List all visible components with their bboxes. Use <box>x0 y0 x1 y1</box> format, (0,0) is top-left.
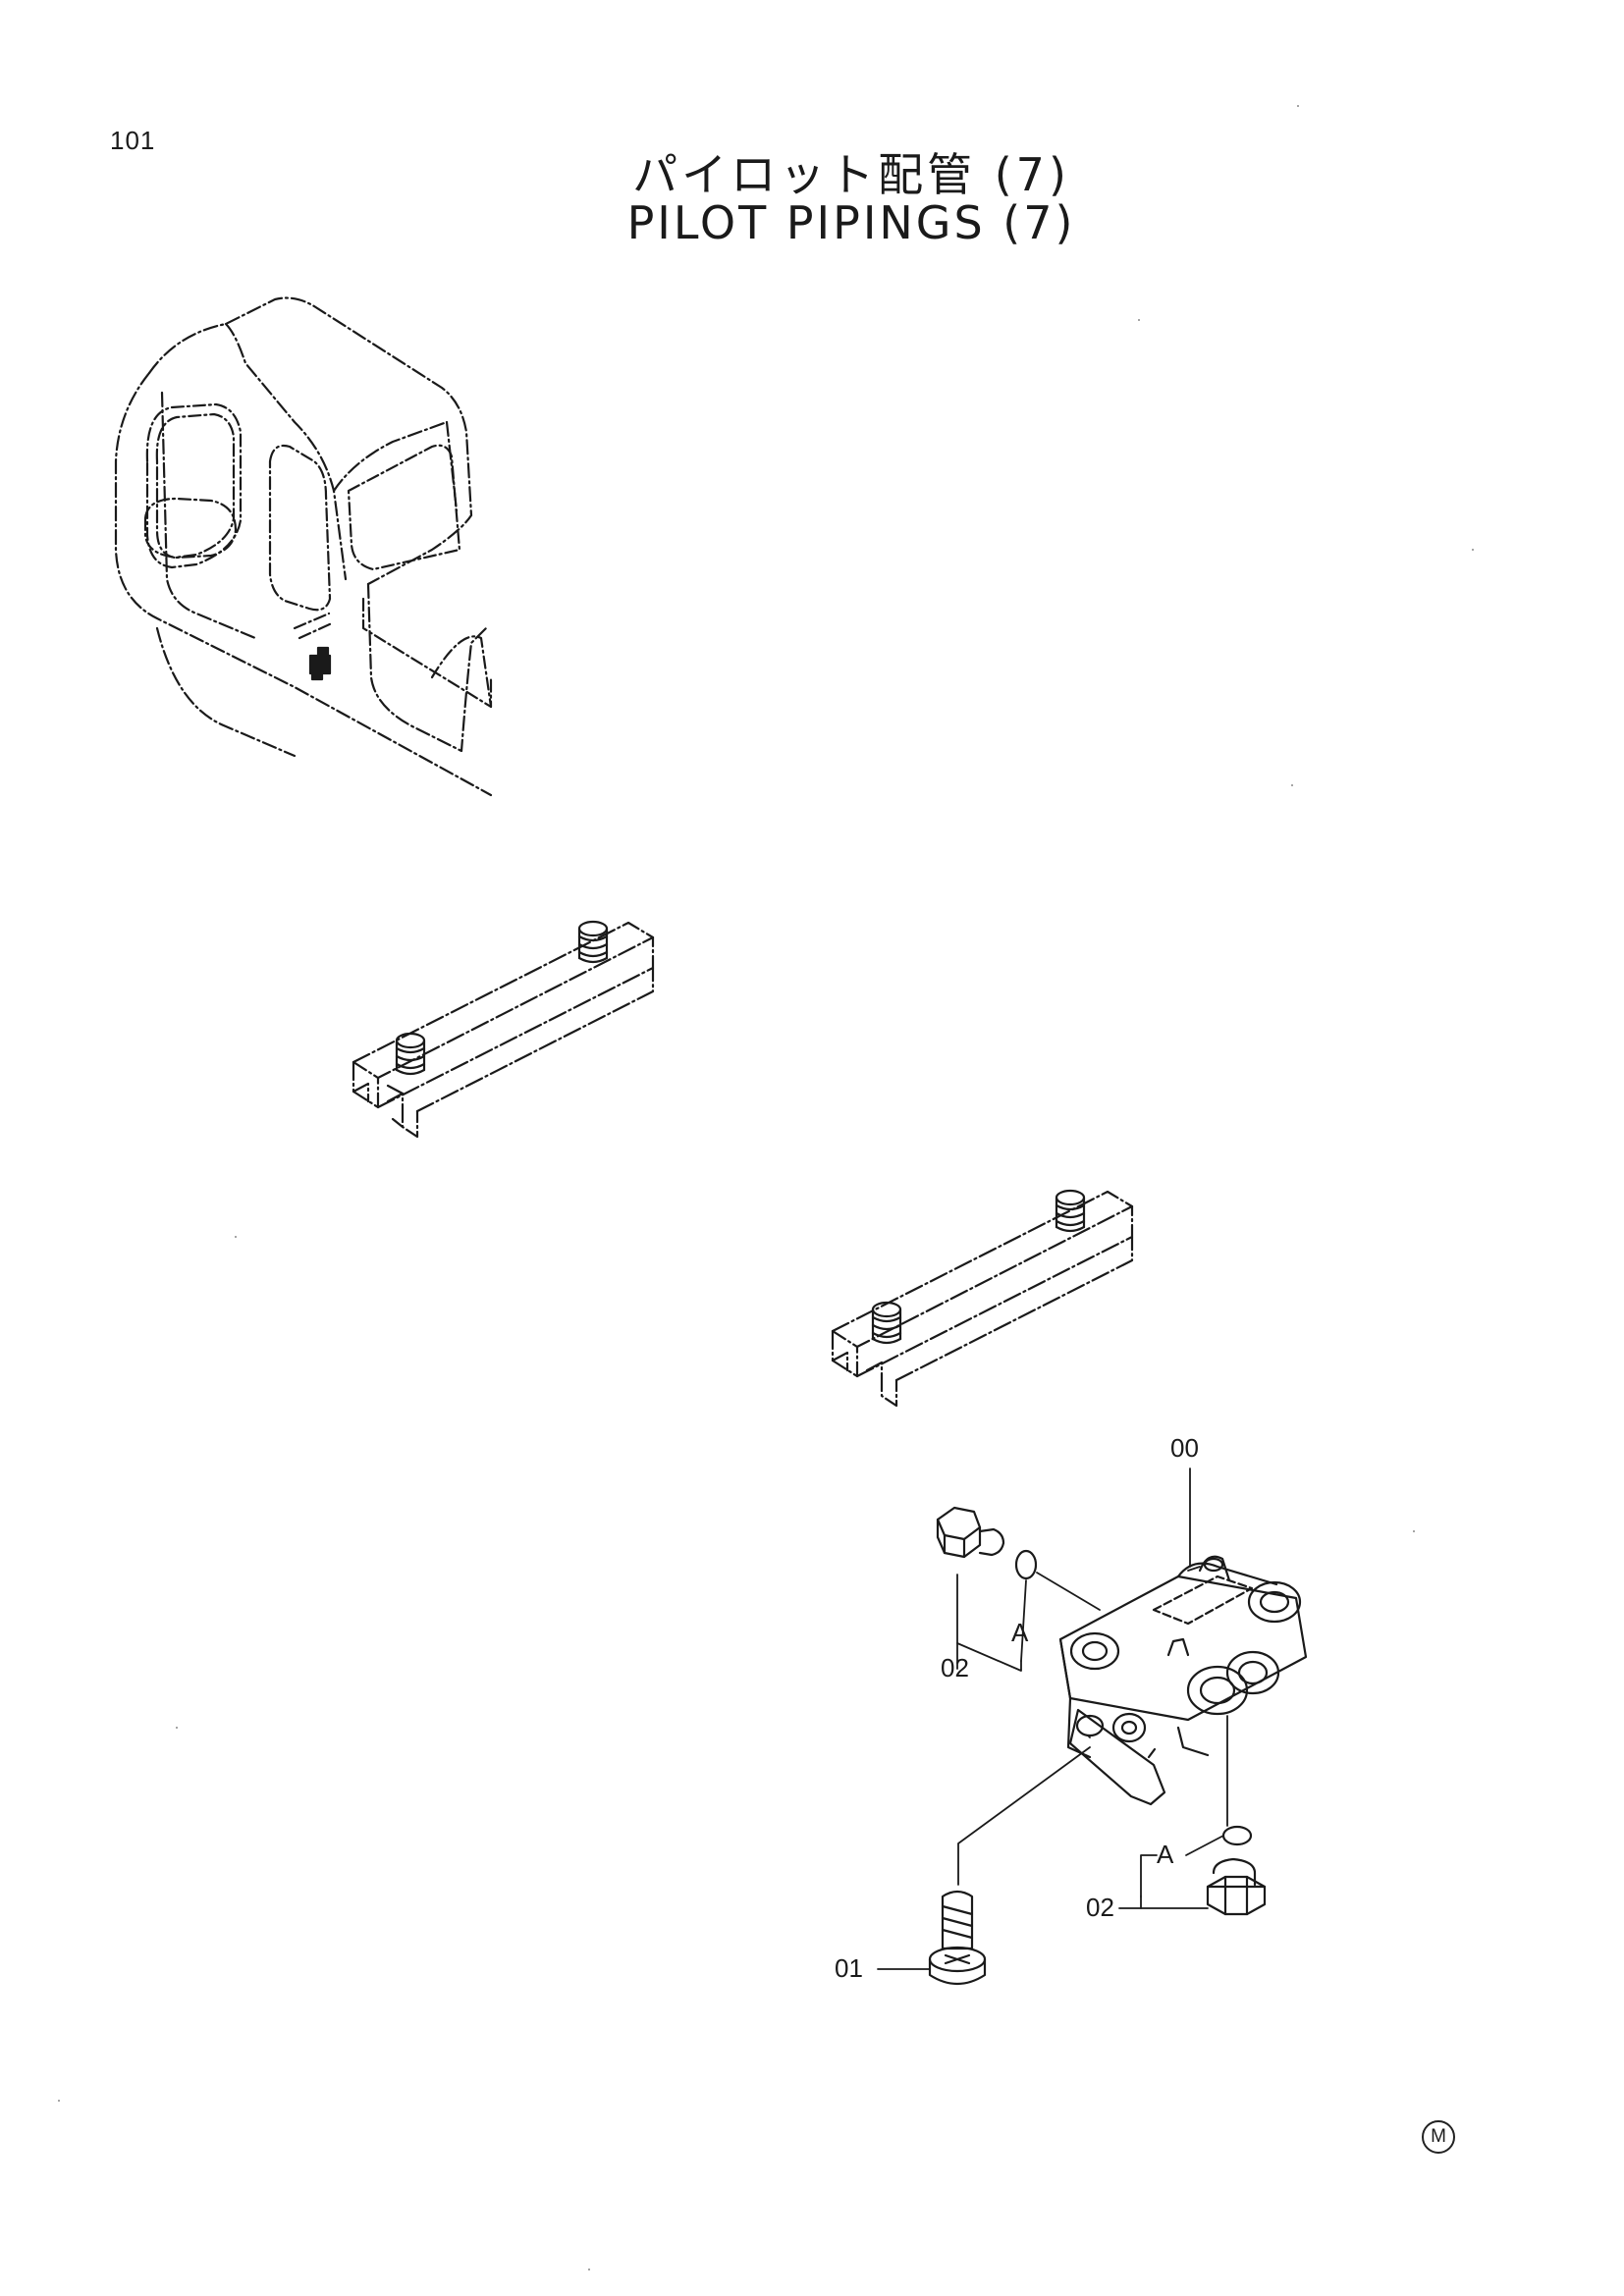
scan-dots <box>58 105 1474 2270</box>
bracket-lower <box>831 1190 1134 1408</box>
bracket-upper-stud-2 <box>577 920 609 964</box>
bracket-upper <box>352 921 655 1139</box>
callout-a-lower: A <box>1157 1840 1174 1869</box>
callout-02-lower: 02 <box>1086 1893 1114 1922</box>
manufacturer-mark: M <box>1422 2120 1455 2154</box>
bracket-lower-stud-2 <box>1055 1189 1086 1233</box>
title-english: PILOT PIPINGS (7) <box>626 196 1076 249</box>
title-japanese: パイロット配管 (7) <box>632 148 1070 201</box>
o-ring-lower <box>1221 1825 1253 1846</box>
plug-upper <box>936 1506 1005 1559</box>
callout-02-upper: 02 <box>941 1653 969 1682</box>
bracket-lower-stud-1 <box>871 1301 902 1345</box>
cab-illustration <box>114 296 493 797</box>
screw <box>928 1890 987 1986</box>
page-number: 101 <box>110 126 156 155</box>
callout-a-upper: A <box>1011 1618 1029 1647</box>
valve-lever <box>1068 1708 1166 1806</box>
cab-windows <box>143 402 493 709</box>
callout-00: 00 <box>1170 1433 1199 1463</box>
bracket-upper-stud-1 <box>395 1032 426 1076</box>
o-ring-upper <box>1014 1549 1038 1580</box>
pilot-valve-body <box>1058 1555 1308 1759</box>
cab-valve-location <box>308 646 332 681</box>
leader-lines <box>877 1468 1228 1970</box>
plug-lower <box>1206 1857 1267 1916</box>
callout-01: 01 <box>835 1953 863 1983</box>
